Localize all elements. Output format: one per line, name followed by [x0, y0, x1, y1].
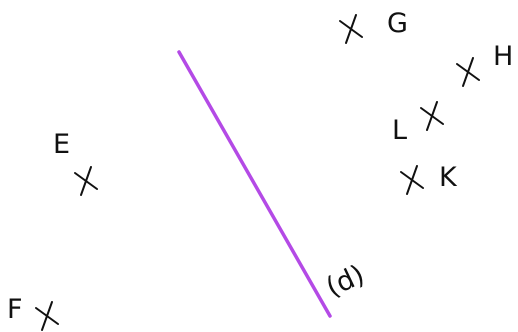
point-e-marker — [74, 166, 98, 196]
point-h-label: H — [493, 41, 513, 72]
point-g-marker — [339, 14, 363, 44]
point-f-marker — [35, 301, 59, 331]
point-l-label: L — [392, 115, 407, 146]
point-h-marker — [456, 57, 480, 87]
point-f-label: F — [7, 294, 23, 325]
point-e-label: E — [53, 129, 70, 160]
point-l-marker — [420, 101, 444, 131]
point-k-label: K — [439, 162, 458, 193]
point-k-marker — [400, 165, 424, 195]
line-d-label: (d) — [322, 259, 370, 303]
point-g-label: G — [387, 8, 408, 39]
line-d — [177, 50, 332, 318]
